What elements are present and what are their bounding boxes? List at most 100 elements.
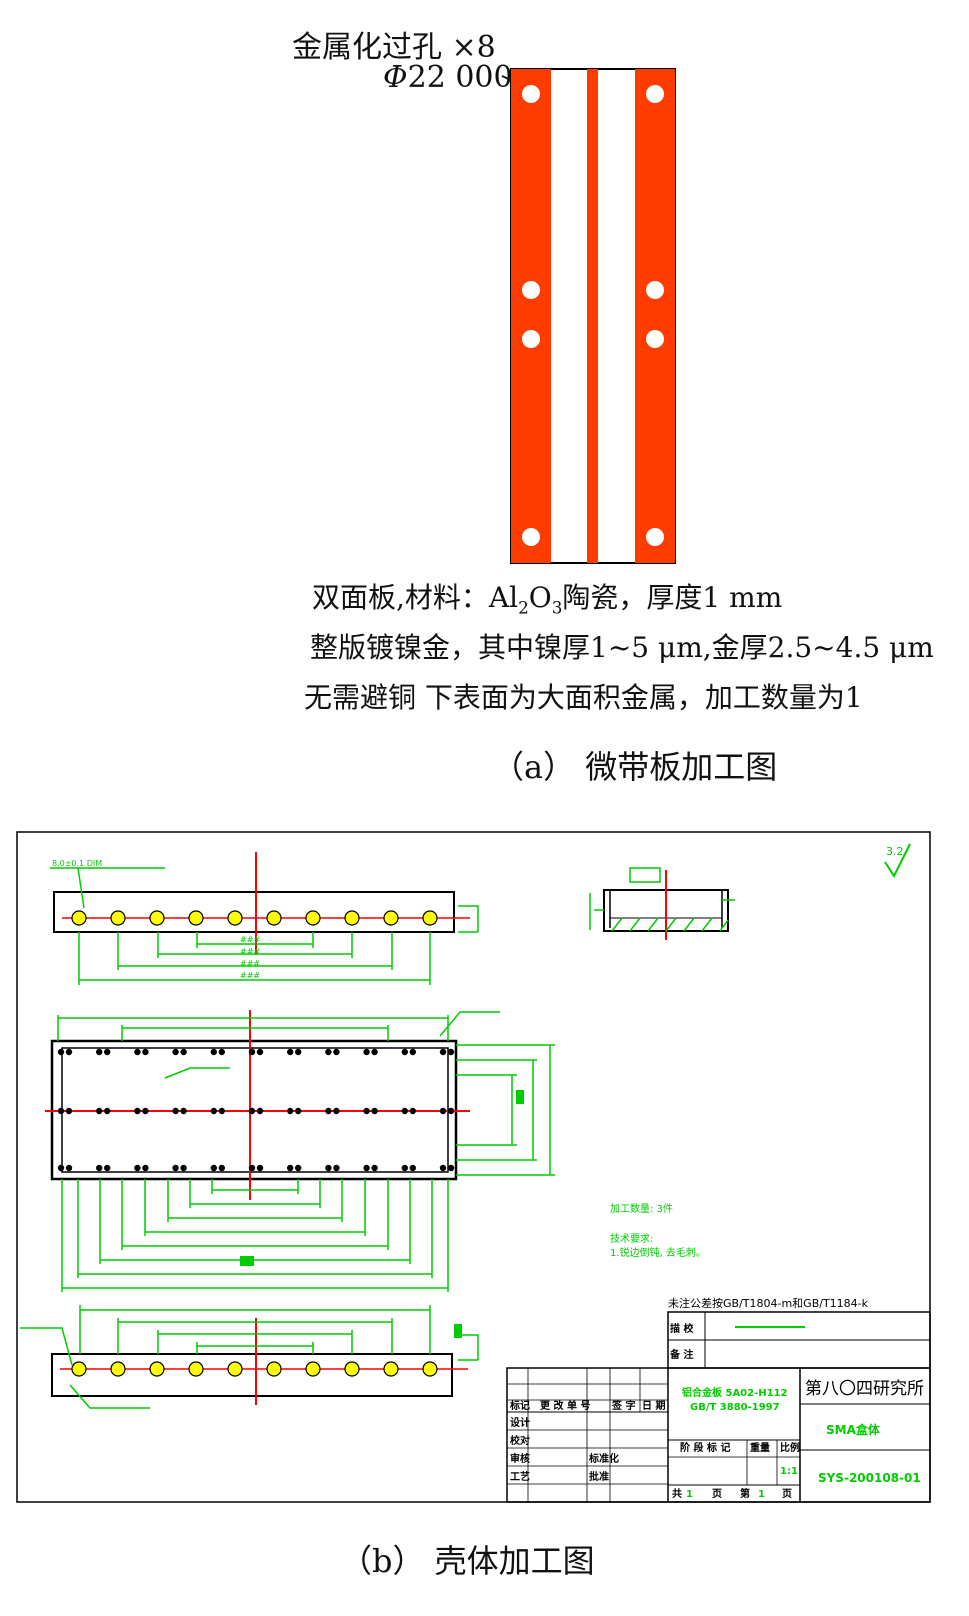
mounting-hole — [71, 1361, 87, 1377]
mounting-hole — [256, 1107, 264, 1115]
mounting-hole — [110, 1361, 126, 1377]
mounting-hole — [287, 1164, 294, 1172]
mounting-hole — [142, 1164, 149, 1172]
part-outline — [53, 891, 455, 933]
mounting-hole — [134, 1048, 141, 1056]
sheet-no-suffix: 页 — [782, 1488, 792, 1500]
process-note: 加工数量: 3件 — [610, 1202, 673, 1215]
mounting-hole — [401, 1107, 408, 1115]
hole-row — [71, 910, 438, 926]
mounting-hole — [210, 1048, 217, 1056]
roughness-symbol — [884, 843, 911, 879]
quantity-note: 无需避铜 下表面为大面积金属，加工数量为1 — [304, 681, 863, 714]
via-hole — [522, 281, 540, 299]
mounting-hole — [363, 1164, 370, 1172]
mounting-hole — [95, 1107, 103, 1115]
dim-label: 8.0±0.1 DIM — [52, 859, 102, 868]
stage-label: 阶 段 标 记 — [680, 1441, 730, 1454]
center-microstrip-line — [587, 69, 598, 563]
mounting-hole — [344, 910, 360, 926]
top-side-view: 8.0±0.1 DIM ### ### ### ### — [50, 852, 479, 985]
via-hole — [646, 528, 664, 546]
note-subscript: 3 — [551, 597, 563, 618]
mounting-hole — [134, 1107, 141, 1115]
mounting-hole — [256, 1048, 264, 1056]
institute-name: 第八〇四研究所 — [805, 1379, 924, 1399]
mounting-hole — [142, 1107, 149, 1115]
sheet-no-prefix: 第 — [740, 1487, 750, 1500]
mounting-hole — [409, 1164, 416, 1172]
sheet-total-suffix: 页 — [712, 1488, 722, 1500]
mounting-hole — [287, 1048, 294, 1056]
note-subscript: 2 — [518, 597, 529, 618]
mounting-hole — [409, 1048, 416, 1056]
sheet-no: 1 — [758, 1489, 765, 1500]
mounting-hole — [409, 1107, 416, 1115]
mounting-hole — [333, 1164, 340, 1172]
roughness-value: 3.2 — [886, 845, 904, 858]
mounting-hole — [422, 910, 438, 926]
mounting-hole — [447, 1107, 455, 1115]
mounting-hole — [266, 910, 282, 926]
row-label: 标记 — [509, 1399, 530, 1412]
mounting-hole — [447, 1164, 455, 1172]
mounting-hole — [103, 1164, 111, 1172]
left-ground-strip — [511, 69, 551, 563]
mounting-hole — [305, 910, 321, 926]
via-hole — [522, 85, 540, 103]
mounting-hole — [227, 1361, 243, 1377]
mounting-hole — [110, 910, 126, 926]
diameter-value: 22 000 — [407, 60, 513, 95]
mounting-hole — [325, 1048, 332, 1056]
header-label: 日 期 — [642, 1399, 665, 1412]
via-hole — [646, 281, 664, 299]
mounting-hole — [439, 1107, 447, 1115]
mounting-hole — [305, 1361, 321, 1377]
dimension-lines — [50, 867, 479, 985]
archive-label: 描 校 — [670, 1322, 694, 1335]
mounting-hole — [65, 1164, 73, 1172]
via-diameter-label: Φ22 000 — [383, 60, 513, 95]
section-view — [589, 867, 735, 940]
scale-value: 1:1 — [780, 1466, 798, 1477]
mounting-hole — [333, 1107, 340, 1115]
diameter-symbol: Φ — [383, 60, 408, 95]
mounting-hole — [65, 1107, 73, 1115]
mounting-hole — [439, 1048, 447, 1056]
caption-b: （b） 壳体加工图 — [340, 1542, 595, 1580]
caption-a: （a） 微带板加工图 — [492, 748, 778, 786]
mounting-hole — [218, 1107, 225, 1115]
row-label: 设计 — [510, 1416, 530, 1429]
mounting-hole — [227, 910, 243, 926]
mounting-hole — [363, 1107, 370, 1115]
mounting-hole — [287, 1107, 294, 1115]
mounting-hole — [103, 1107, 111, 1115]
hole-row — [71, 1361, 438, 1377]
mounting-hole — [95, 1048, 103, 1056]
mounting-hole — [295, 1164, 302, 1172]
mounting-hole — [71, 910, 87, 926]
mounting-hole — [142, 1048, 149, 1056]
mounting-hole — [210, 1107, 217, 1115]
note-text: 双面板,材料：Al — [312, 581, 519, 614]
dim-label: ### — [240, 959, 260, 968]
scale-label: 比例 — [780, 1441, 800, 1454]
mounting-hole — [210, 1164, 217, 1172]
hole-grid — [57, 1048, 455, 1172]
mounting-hole — [149, 910, 165, 926]
material-line-1: 铝合金板 5A02-H112 — [682, 1386, 788, 1399]
weight-label: 重量 — [750, 1441, 770, 1454]
mounting-hole — [401, 1164, 408, 1172]
mounting-hole — [422, 1361, 438, 1377]
mounting-hole — [439, 1164, 447, 1172]
header-label: 签 字 — [611, 1399, 635, 1412]
dim-label: ### — [240, 947, 260, 956]
row-label: 工艺 — [510, 1470, 530, 1483]
mounting-hole — [95, 1164, 103, 1172]
part-outline — [51, 1353, 453, 1397]
bottom-side-view — [20, 1305, 479, 1409]
mounting-hole — [218, 1048, 225, 1056]
standardize-label: 标准化 — [588, 1452, 619, 1465]
mounting-hole — [325, 1164, 332, 1172]
